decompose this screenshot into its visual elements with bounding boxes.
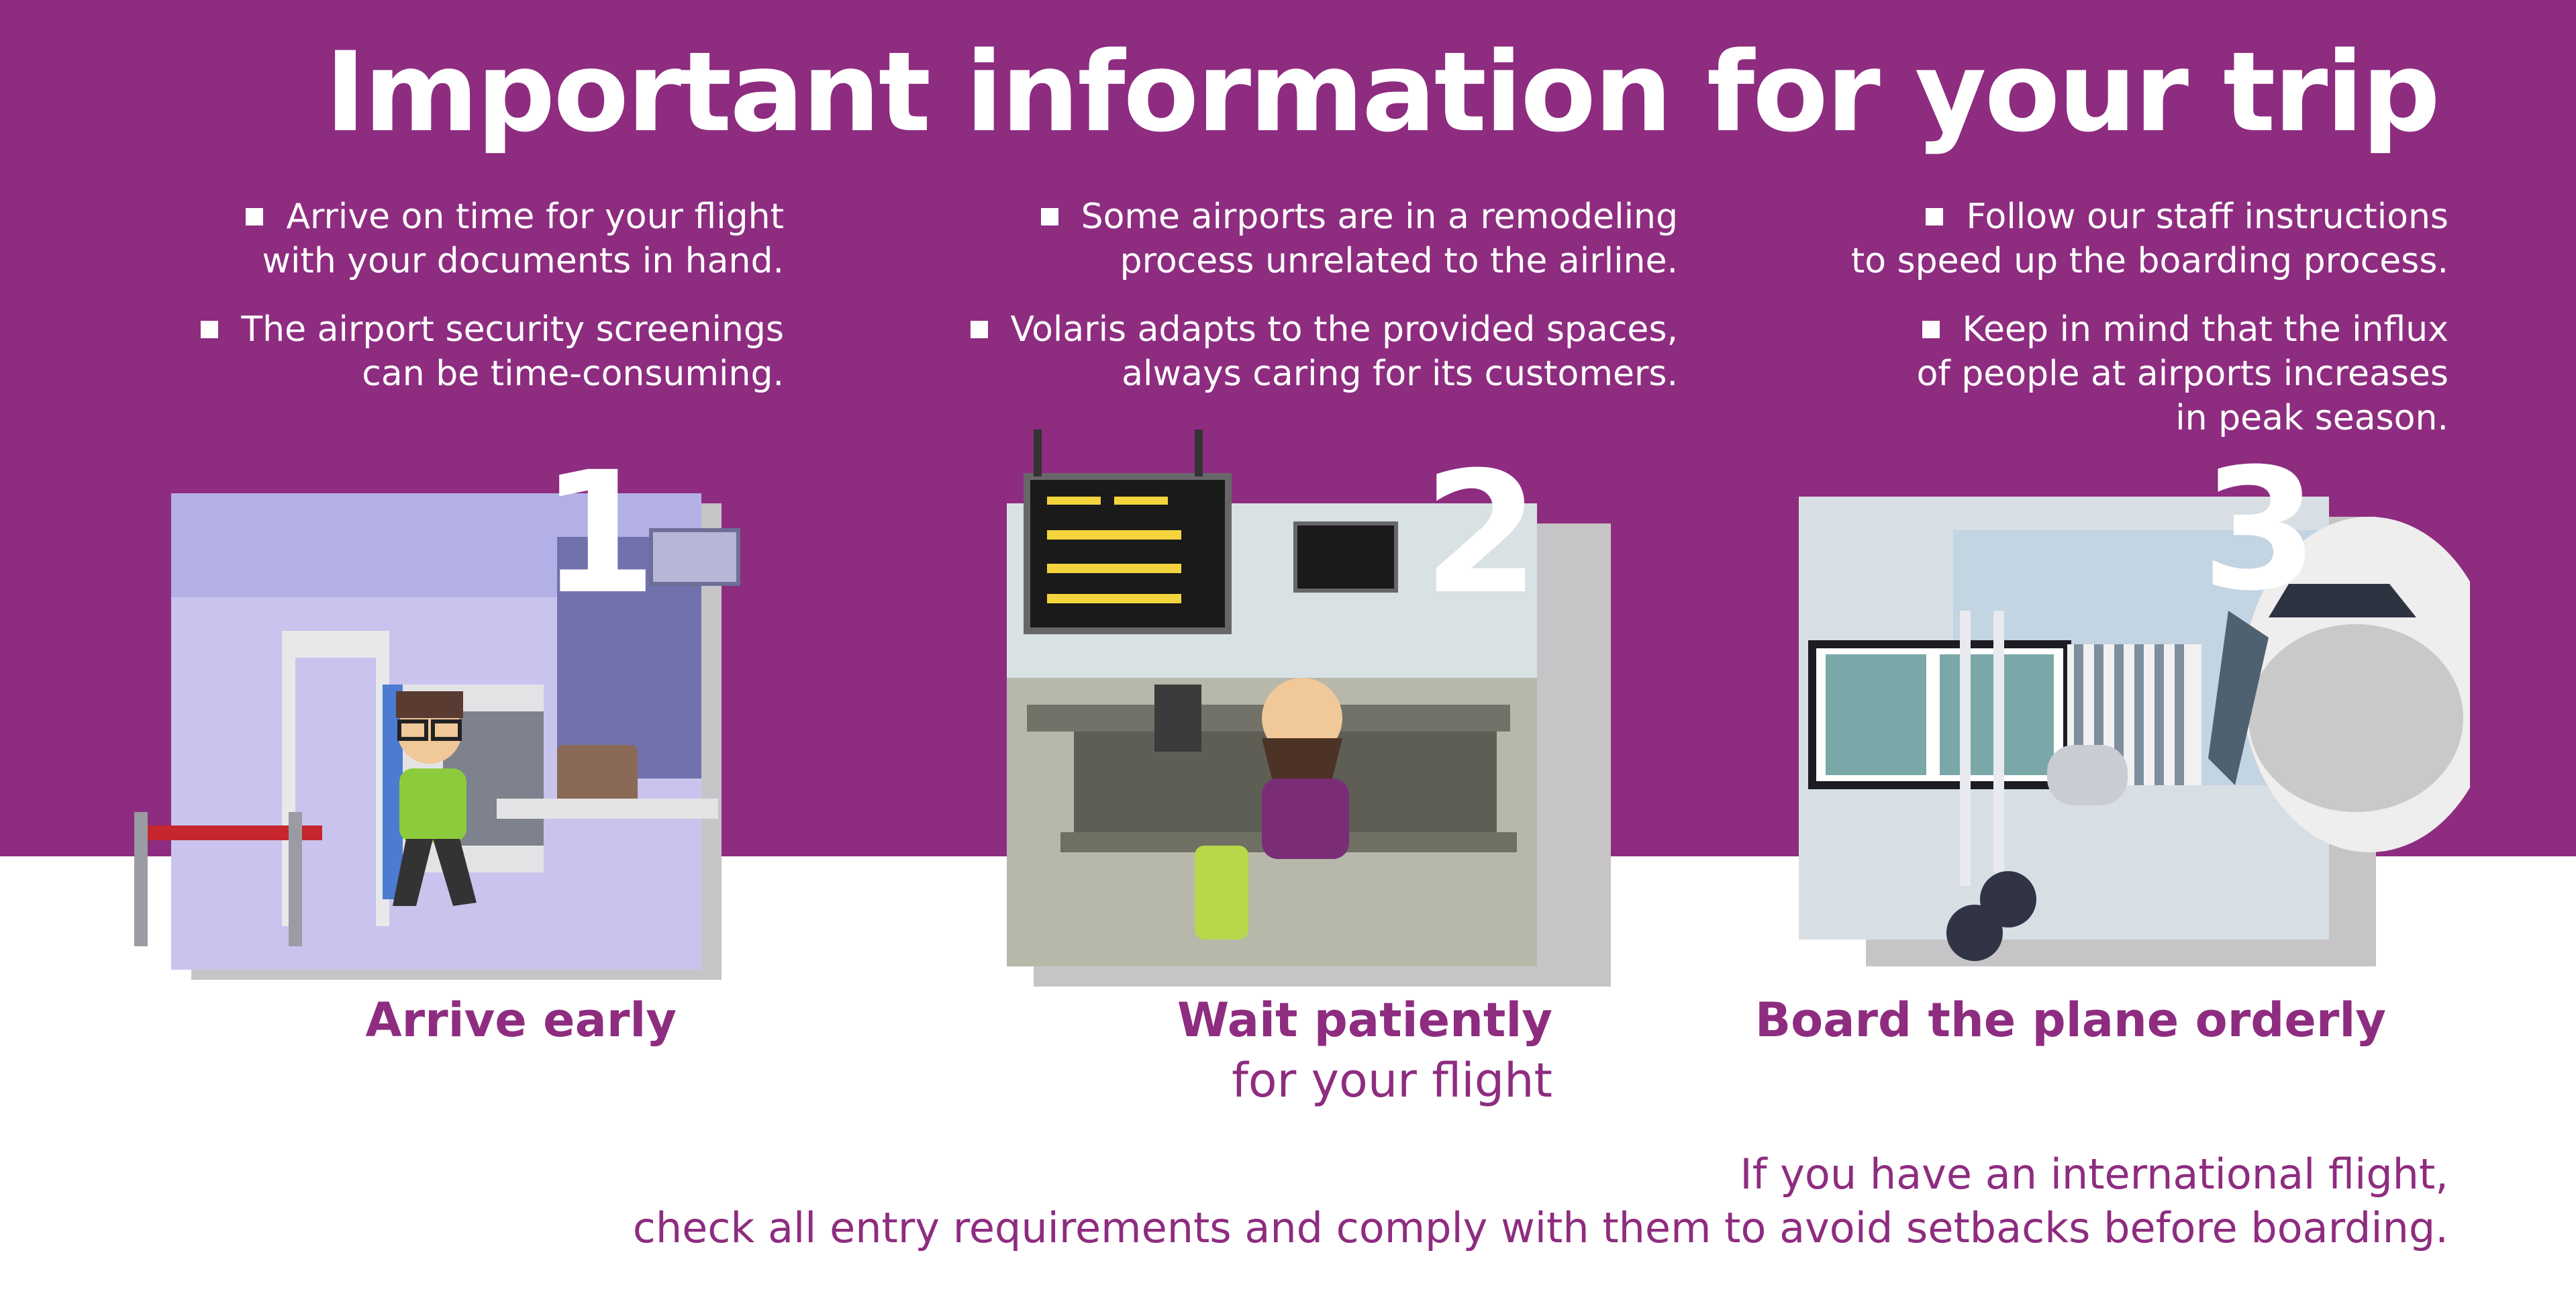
footer-line-1: If you have an international flight, [1740, 1150, 2448, 1199]
bullet-square-icon [1922, 321, 1940, 338]
bullet-text: Arrive on time for your flight [286, 197, 784, 237]
bullet-item: Arrive on time for your flight with your… [201, 195, 784, 283]
bullet-square-icon [246, 208, 264, 225]
bullet-text: Volaris adapts to the provided spaces, [1010, 309, 1678, 350]
bullet-text: with your documents in hand. [262, 241, 784, 281]
caption-step-1: Arrive early [365, 990, 677, 1050]
bullet-item: Volaris adapts to the provided spaces, a… [970, 307, 1678, 396]
column-3-bullets: Follow our staff instructions to speed u… [1851, 195, 2448, 464]
page-title: Important information for your trip [325, 28, 2440, 156]
footer-line-2: check all entry requirements and comply … [632, 1203, 2448, 1252]
bullet-item: Keep in mind that the influx of people a… [1851, 307, 2448, 440]
bullet-square-icon [1040, 208, 1058, 225]
bullet-text: process unrelated to the airline. [1120, 241, 1678, 281]
waiting-room-illustration: 2 [1007, 430, 1665, 987]
bullet-text: in peak season. [2175, 398, 2448, 438]
bullet-text: Follow our staff instructions [1966, 197, 2448, 237]
bullet-item: Some airports are in a remodeling proces… [971, 195, 1678, 283]
bullet-square-icon [970, 321, 988, 338]
step-number-2: 2 [1423, 436, 1540, 631]
bullet-square-icon [1926, 208, 1944, 225]
security-scanner-illustration: 1 [128, 450, 758, 987]
boarding-bridge-illustration: 3 [1799, 446, 2470, 973]
caption-step-2: Wait patiently for your flight [1177, 990, 1552, 1111]
bullet-text: can be time-consuming. [362, 354, 784, 394]
step-number-1: 1 [540, 436, 657, 631]
bullet-text: The airport security screenings [241, 309, 784, 350]
caption-regular: for your flight [1232, 1053, 1552, 1108]
bullet-square-icon [201, 321, 219, 338]
caption-bold: Wait patiently [1177, 993, 1552, 1048]
bullet-text: of people at airports increases [1916, 354, 2448, 394]
bullet-item: Follow our staff instructions to speed u… [1851, 195, 2448, 283]
caption-bold: Board the plane orderly [1754, 993, 2386, 1048]
caption-bold: Arrive early [365, 993, 677, 1048]
column-1-bullets: Arrive on time for your flight with your… [201, 195, 784, 420]
step-number-3: 3 [2201, 432, 2318, 627]
bullet-item: The airport security screenings can be t… [201, 307, 784, 396]
caption-step-3: Board the plane orderly [1755, 990, 2386, 1050]
column-2-bullets: Some airports are in a remodeling proces… [970, 195, 1678, 420]
international-flight-note: If you have an international flight, che… [633, 1148, 2448, 1255]
bullet-text: Keep in mind that the influx [1962, 309, 2448, 350]
bullet-text: Some airports are in a remodeling [1081, 197, 1678, 237]
bullet-text: always caring for its customers. [1122, 354, 1678, 394]
bullet-text: to speed up the boarding process. [1850, 241, 2448, 281]
